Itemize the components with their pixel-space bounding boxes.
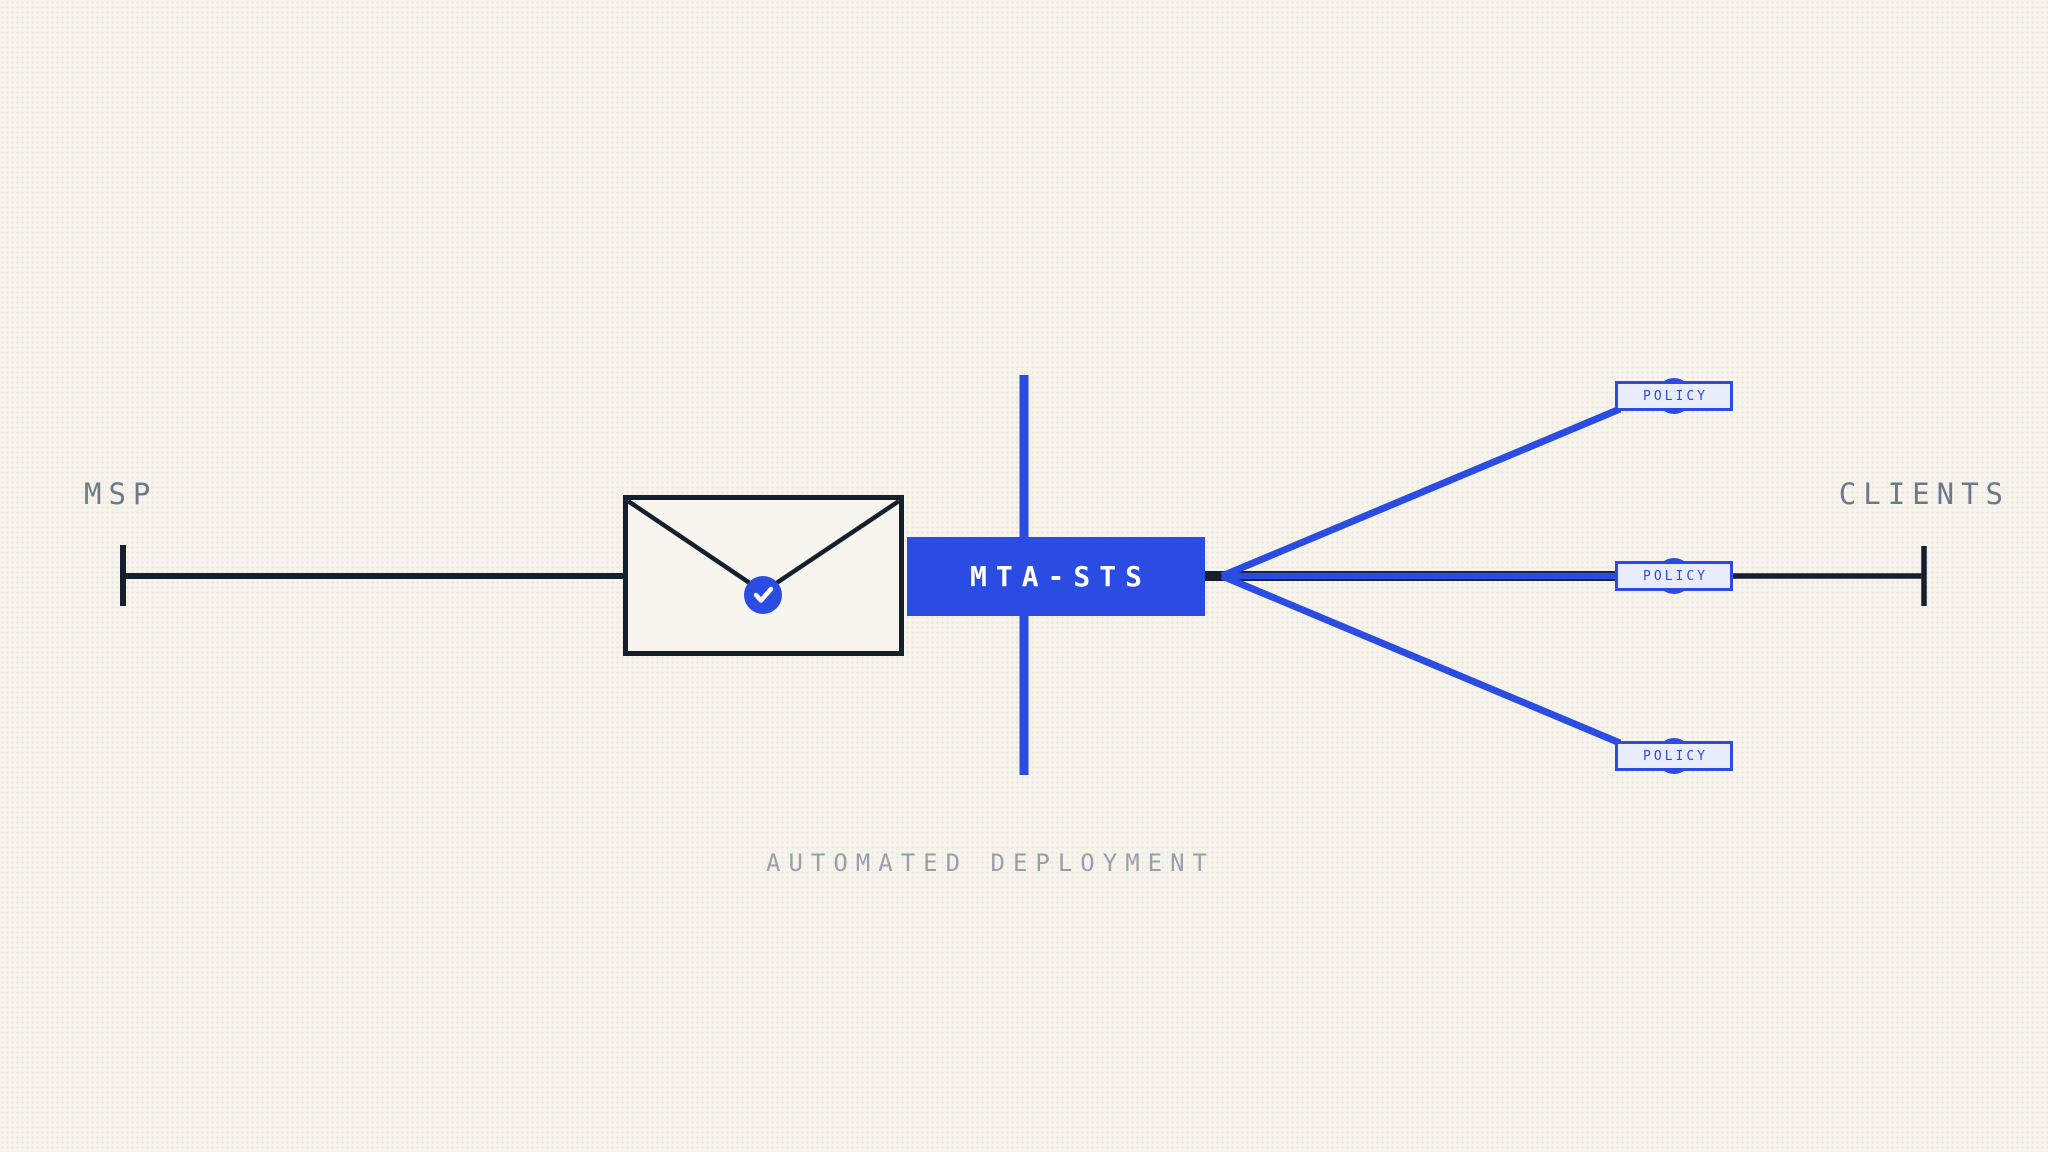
envelope-flap-left-line: [626, 499, 765, 594]
policy-label: POLICY: [1643, 568, 1708, 584]
mta-sts-label: MTA-STS: [969, 560, 1151, 593]
policy-box-top: POLICY: [1615, 381, 1733, 411]
policy-label: POLICY: [1643, 388, 1708, 404]
policy-fan-bottom-line: [1220, 572, 1622, 747]
policy-box-middle: POLICY: [1615, 561, 1733, 591]
envelope-flap-right-line: [761, 499, 901, 594]
check-icon: [744, 576, 782, 614]
caption-automated-deployment: AUTOMATED DEPLOYMENT: [766, 849, 1215, 877]
policy-label: POLICY: [1643, 748, 1708, 764]
envelope-icon: [623, 495, 904, 656]
policy-fan-top-line: [1220, 405, 1622, 580]
clients-label: CLIENTS: [1838, 477, 2010, 511]
msp-label: MSP: [84, 477, 158, 511]
policy-box-bottom: POLICY: [1615, 741, 1733, 771]
mta-sts-box: MTA-STS: [907, 537, 1205, 616]
